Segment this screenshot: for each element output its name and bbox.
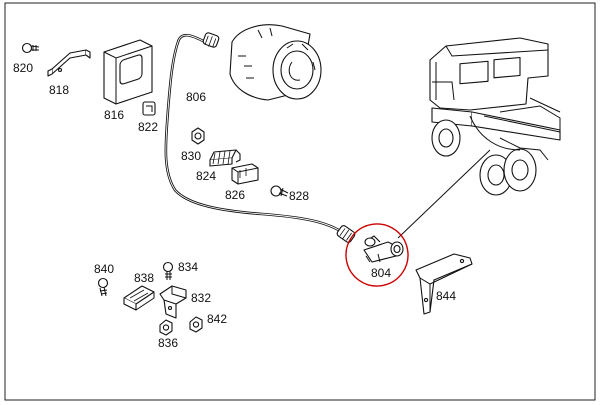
label-820: 820 xyxy=(13,61,33,75)
label-844: 844 xyxy=(436,289,456,303)
label-816: 816 xyxy=(104,108,124,122)
label-836: 836 xyxy=(158,336,178,350)
label-832: 832 xyxy=(191,291,211,305)
label-828: 828 xyxy=(289,189,309,203)
part-818-bracket[interactable] xyxy=(47,49,91,77)
part-842-nut[interactable] xyxy=(189,316,203,333)
truck-outline xyxy=(397,37,561,239)
label-840: 840 xyxy=(94,262,114,276)
label-804: 804 xyxy=(371,266,391,280)
part-828-bolt[interactable] xyxy=(270,185,289,197)
part-820-screw[interactable] xyxy=(21,42,40,54)
part-840-screw[interactable] xyxy=(97,277,109,297)
label-822: 822 xyxy=(138,120,158,134)
part-826-block[interactable] xyxy=(231,163,259,185)
speedometer-gauge[interactable] xyxy=(229,24,322,101)
label-830: 830 xyxy=(181,149,201,163)
part-824-clamp[interactable] xyxy=(209,149,241,167)
label-806: 806 xyxy=(186,90,206,104)
part-838-plate[interactable] xyxy=(123,285,155,311)
part-832-angle-bracket[interactable] xyxy=(159,285,187,319)
part-844-bracket[interactable] xyxy=(415,253,473,315)
label-824: 824 xyxy=(196,169,216,183)
part-836-nut[interactable] xyxy=(159,319,173,336)
label-834: 834 xyxy=(178,260,198,274)
part-804-adapter[interactable] xyxy=(363,235,404,263)
label-838: 838 xyxy=(134,271,154,285)
part-816-housing[interactable] xyxy=(103,39,153,105)
part-830-nut[interactable] xyxy=(191,127,205,145)
frame-border xyxy=(4,2,596,401)
label-818: 818 xyxy=(49,83,69,97)
part-822-clip[interactable] xyxy=(142,101,156,116)
part-834-bolt[interactable] xyxy=(162,261,174,281)
label-842: 842 xyxy=(207,312,227,326)
highlight-circle-804 xyxy=(345,223,409,287)
label-826: 826 xyxy=(225,188,245,202)
